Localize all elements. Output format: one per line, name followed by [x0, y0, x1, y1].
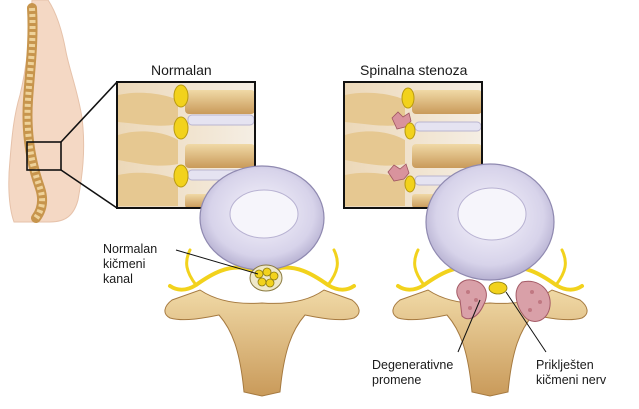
body-silhouette: [8, 0, 85, 223]
bone-spur: [387, 163, 410, 182]
pinched-nerve-pointer: [505, 291, 547, 353]
stenosis-panel-title: Spinalna stenoza: [360, 62, 468, 78]
normal-panel-title: Normalan: [151, 62, 212, 78]
pinched-nerve-line-1: Priklješten: [536, 358, 594, 372]
normal-canal-pointer: [175, 249, 259, 275]
normal-canal-line-3: kanal: [103, 272, 133, 286]
normal-canal-label: Normalan kičmeni kanal: [103, 242, 157, 287]
stenosis-cross-section: [392, 163, 588, 397]
normal-cross-section: [164, 165, 360, 397]
pinched-nerve-line-2: kičmeni nerv: [536, 373, 607, 387]
degenerative-line-1: Degenerativne: [372, 358, 454, 372]
degenerative-tissue-left: [456, 279, 487, 320]
pinched-nerve-label: Priklješten kičmeni nerv: [536, 358, 606, 388]
degenerative-pointer: [457, 299, 481, 353]
degenerative-label: Degenerativne promene: [372, 358, 453, 388]
zoom-line-bottom: [60, 169, 118, 209]
spine-region-marker: [26, 141, 62, 171]
normal-canal-line-2: kičmeni: [103, 257, 146, 271]
normal-canal-line-1: Normalan: [103, 242, 158, 256]
degenerative-line-2: promene: [372, 373, 422, 387]
bone-spur: [391, 111, 412, 130]
zoom-line-top: [60, 81, 118, 143]
degenerative-tissue-right: [515, 280, 551, 322]
spine-column: [22, 3, 48, 223]
